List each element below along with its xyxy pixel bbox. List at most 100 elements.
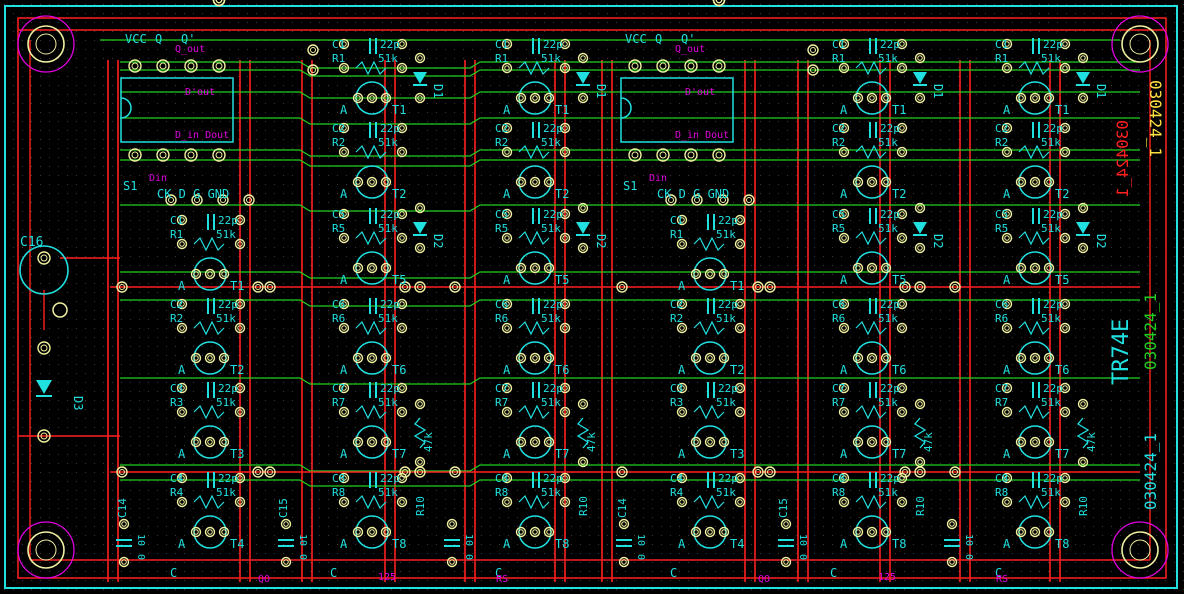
pad-hole	[917, 401, 923, 407]
res-label: R7	[995, 396, 1008, 409]
pad-hole	[355, 95, 361, 101]
pad-hole	[159, 62, 167, 70]
c14-label: C14	[116, 498, 129, 518]
pad-hole	[237, 325, 243, 331]
transistor-pin	[366, 176, 378, 188]
bus-pad	[116, 466, 128, 478]
pad-hole	[383, 355, 389, 361]
transistor-pin	[1015, 92, 1027, 104]
pad	[559, 122, 571, 134]
pad	[838, 298, 850, 310]
transistor-pin	[866, 262, 878, 274]
cap-value: 22p	[1043, 208, 1063, 221]
transistor-pin	[380, 526, 392, 538]
pad	[559, 298, 571, 310]
pad	[176, 382, 188, 394]
pad	[234, 382, 246, 394]
bus-pad	[949, 466, 961, 478]
transistor-pin	[543, 436, 555, 448]
pad-hole	[810, 67, 816, 73]
ic-pin	[665, 194, 677, 206]
code-green: 030424_1	[1141, 293, 1160, 370]
diode-pin	[577, 242, 589, 254]
pad-hole	[255, 469, 261, 475]
c-label: C	[670, 566, 677, 580]
cap-label: C1	[832, 38, 845, 51]
diode-pin	[414, 202, 426, 214]
pad-hole	[1004, 235, 1010, 241]
c-label: C	[995, 566, 1002, 580]
transistor-label: T5	[392, 273, 406, 287]
resistor-symbol	[1018, 230, 1050, 246]
anode-label: A	[503, 187, 511, 201]
pad-hole	[1004, 499, 1010, 505]
transistor-label: T8	[555, 537, 569, 551]
ic-pin	[717, 194, 729, 206]
signal-trace	[120, 299, 1140, 307]
pad-hole	[237, 475, 243, 481]
vcc-label: VCC	[625, 32, 647, 46]
transistor-label: T4	[230, 537, 244, 551]
pad-hole	[417, 401, 423, 407]
pad-hole	[679, 325, 685, 331]
diode-pin	[577, 52, 589, 64]
pad	[1001, 298, 1013, 310]
pad-hole	[193, 355, 199, 361]
pad	[446, 556, 458, 568]
pad-hole	[1032, 439, 1038, 445]
transistor-pin	[366, 262, 378, 274]
pad	[501, 496, 513, 508]
pad-hole	[1080, 55, 1086, 61]
pad	[896, 322, 908, 334]
pad	[212, 0, 226, 7]
cap-label: C8	[832, 472, 845, 485]
anode-label: A	[1003, 537, 1011, 551]
pad	[577, 398, 589, 410]
diode-pin	[414, 92, 426, 104]
diode-label: D1	[1094, 84, 1108, 98]
bus-pad	[252, 466, 264, 478]
transistor-pin	[1043, 92, 1055, 104]
transistor-pin	[529, 526, 541, 538]
c-label: C	[330, 566, 337, 580]
c16-body	[19, 245, 69, 295]
pad	[338, 496, 350, 508]
mount-hole	[1121, 531, 1159, 569]
bus-pad	[899, 281, 911, 293]
pad-hole	[399, 125, 405, 131]
transistor-pin	[880, 436, 892, 448]
transistor-pin	[690, 436, 702, 448]
pad-hole	[737, 301, 743, 307]
pad-hole	[341, 325, 347, 331]
ic-pin	[243, 194, 255, 206]
pad	[176, 298, 188, 310]
pad	[396, 62, 408, 74]
pad-hole	[193, 271, 199, 277]
pad-hole	[399, 41, 405, 47]
pad	[676, 496, 688, 508]
pad-hole	[417, 245, 423, 251]
pad	[234, 238, 246, 250]
signal-trace	[120, 377, 1140, 385]
r10-value: 47k	[422, 432, 435, 452]
transistor-pin	[852, 436, 864, 448]
d-in-label: D_in Dout	[175, 130, 229, 141]
pad-hole	[402, 469, 408, 475]
signal-trace	[120, 69, 1140, 77]
pad	[1059, 406, 1071, 418]
diode-symbol	[1076, 222, 1090, 234]
anode-label: A	[1003, 273, 1011, 287]
pad-hole	[341, 211, 347, 217]
pad-hole	[355, 355, 361, 361]
transistor-pin	[529, 176, 541, 188]
pad-hole	[899, 211, 905, 217]
pad-hole	[1062, 475, 1068, 481]
transistor-pin	[190, 352, 202, 364]
pad	[1001, 62, 1013, 74]
transistor-pin	[1029, 262, 1041, 274]
pad-hole	[715, 151, 723, 159]
pad-hole	[659, 151, 667, 159]
res-label: R7	[832, 396, 845, 409]
pad-hole	[679, 217, 685, 223]
pad	[396, 146, 408, 158]
